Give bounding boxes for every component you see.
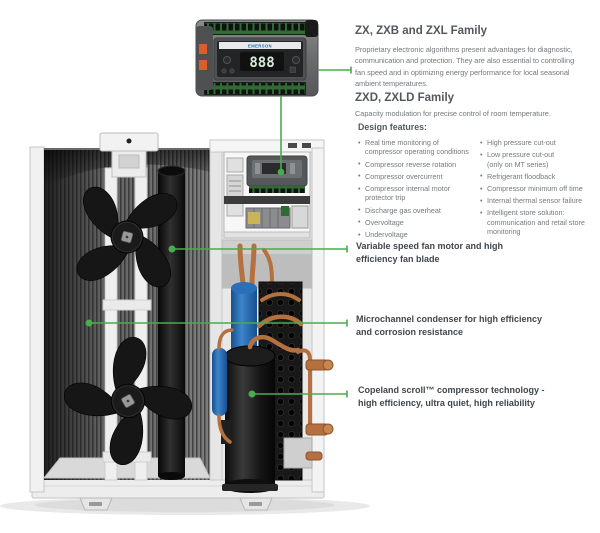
mid-panel bbox=[221, 239, 313, 289]
controller-connector bbox=[199, 44, 207, 54]
callout-compressor-label: Copeland scroll™ compressor technology -… bbox=[358, 385, 545, 408]
callout-condenser-label: Microchannel condenser for high efficien… bbox=[356, 314, 543, 337]
feature-item: Overvoltage bbox=[358, 217, 478, 227]
controller-brand-label: EMERSON bbox=[248, 44, 272, 49]
feature-item: Compressor internal motor protector trip bbox=[358, 184, 478, 203]
feature-item: Discharge gas overheat bbox=[358, 205, 478, 215]
feature-item: Compressor minimum off time bbox=[480, 183, 598, 193]
installed-controller bbox=[246, 155, 308, 193]
terminal-blocks bbox=[245, 206, 291, 229]
callout-connectors bbox=[85, 66, 352, 398]
feature-item: Compressor reverse rotation bbox=[358, 159, 478, 169]
controller-display-digits: 888 bbox=[249, 55, 274, 71]
fan-motor-bracket bbox=[99, 132, 159, 178]
controller-display bbox=[240, 52, 284, 71]
scroll-compressor bbox=[221, 334, 301, 493]
controller-connector bbox=[199, 60, 207, 70]
zxd-family-description: Capacity modulation for precise control … bbox=[355, 109, 551, 118]
fan-bottom bbox=[59, 332, 197, 470]
filter-drier bbox=[212, 328, 234, 444]
feature-item: High pressure cut-out bbox=[480, 137, 598, 147]
controller-device-image: EMERSON 888 bbox=[195, 19, 319, 97]
service-valves bbox=[283, 348, 334, 469]
electrical-box bbox=[223, 151, 311, 239]
feature-item: Internal thermal sensor failure bbox=[480, 196, 598, 206]
fan-top bbox=[73, 183, 181, 291]
zx-family-title: ZX, ZXB and ZXL Family bbox=[355, 25, 488, 37]
zx-family-description: Proprietary electronic algorithms presen… bbox=[355, 45, 575, 89]
design-features-left-column: Real time monitoring of compressor opera… bbox=[358, 138, 478, 242]
feature-item: Real time monitoring of compressor opera… bbox=[358, 138, 478, 157]
callout-fan-label: Variable speed fan motor and high effici… bbox=[356, 241, 504, 264]
feature-item: Low pressure cut-out (only on MT series) bbox=[480, 150, 598, 169]
copper-pipe-upper bbox=[260, 292, 301, 302]
contactor bbox=[291, 205, 309, 229]
design-features-title: Design features: bbox=[358, 122, 427, 132]
feature-item: Undervoltage bbox=[358, 230, 478, 240]
unit-shadow-core bbox=[35, 498, 335, 512]
left-side-panel bbox=[29, 146, 45, 493]
feature-item: Refrigerant floodback bbox=[480, 171, 598, 181]
design-features-right-column: High pressure cut-out Low pressure cut-o… bbox=[480, 137, 598, 239]
zxd-family-title: ZXD, ZXLD Family bbox=[355, 92, 455, 104]
feature-item: Compressor overcurrent bbox=[358, 171, 478, 181]
feature-item: Intelligent store solution: communicatio… bbox=[480, 208, 598, 236]
